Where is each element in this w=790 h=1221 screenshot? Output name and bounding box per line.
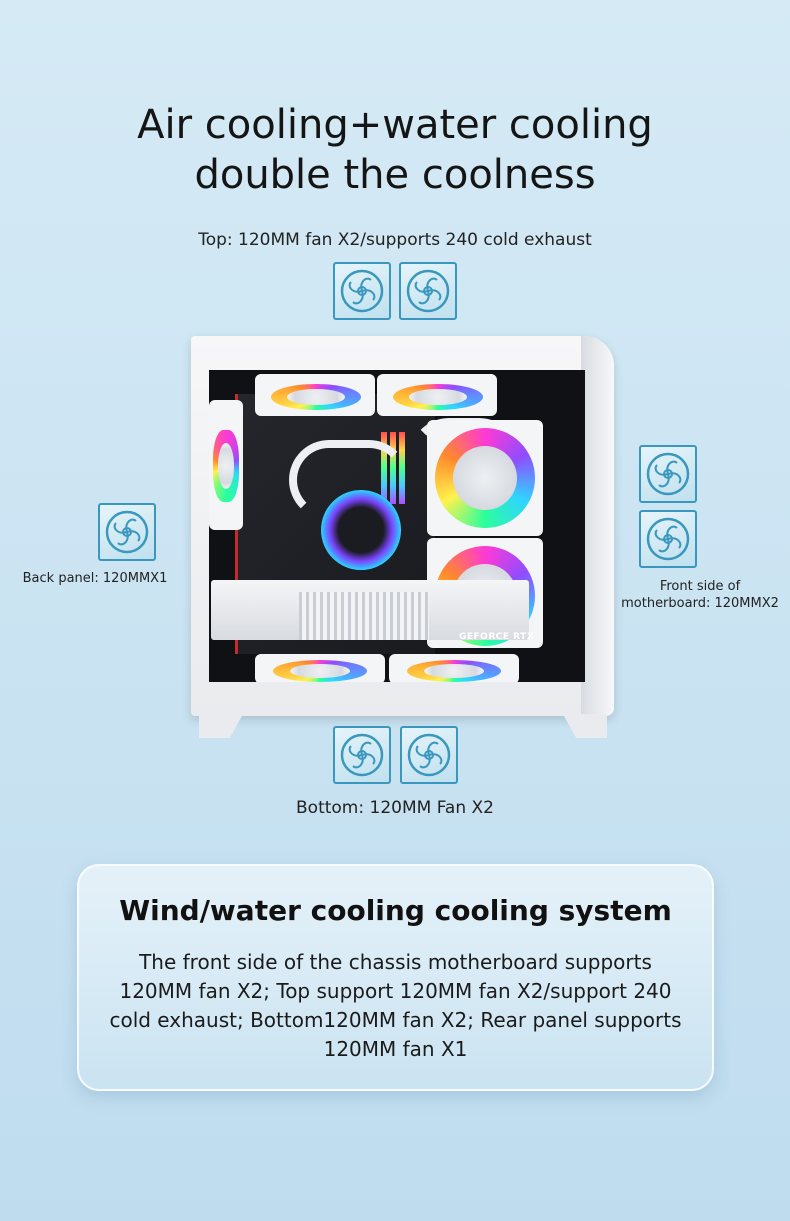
front-side-caption: Front side of motherboard: 120MMX2 (600, 578, 790, 612)
fan-icon (333, 726, 391, 784)
case-foot-right (563, 714, 607, 738)
fan-icon (639, 510, 697, 568)
water-tube (289, 440, 409, 520)
bottom-fan-ring (273, 660, 367, 682)
gpu-label: GEFORCE RTX (459, 632, 535, 642)
page-title-line1: Air cooling+water cooling (137, 102, 653, 148)
front-fan-ring (435, 428, 535, 528)
page-title: Air cooling+water cooling double the coo… (0, 100, 790, 200)
case-interior: GEFORCE RTX (209, 370, 585, 682)
info-panel-title: Wind/water cooling cooling system (119, 894, 672, 927)
front-side-caption-line1: Front side of (659, 579, 741, 594)
fan-icon (333, 262, 391, 320)
fan-icon (399, 262, 457, 320)
case-foot-left (199, 714, 243, 738)
fan-icon (639, 445, 697, 503)
back-panel-caption: Back panel: 120MMX1 (22, 571, 168, 586)
water-pump (321, 490, 401, 570)
top-fan-ring (271, 384, 361, 410)
top-fan-caption: Top: 120MM fan X2/supports 240 cold exha… (198, 230, 592, 250)
gpu-heatsink (299, 592, 429, 640)
fan-icon (400, 726, 458, 784)
front-side-caption-line2: motherboard: 120MMX2 (621, 596, 779, 611)
rear-fan-ring (213, 430, 239, 502)
pc-case-image: GEFORCE RTX (191, 336, 614, 738)
bottom-fan-caption: Bottom: 120MM Fan X2 (296, 798, 494, 818)
info-panel: Wind/water cooling cooling system The fr… (77, 864, 714, 1091)
info-panel-body: The front side of the chassis motherboar… (109, 950, 682, 1061)
top-fan-ring (393, 384, 483, 410)
page-title-line2: double the coolness (194, 152, 596, 198)
fan-icon (98, 503, 156, 561)
bottom-fan-ring (407, 660, 501, 682)
case-glass-curve (581, 336, 614, 716)
